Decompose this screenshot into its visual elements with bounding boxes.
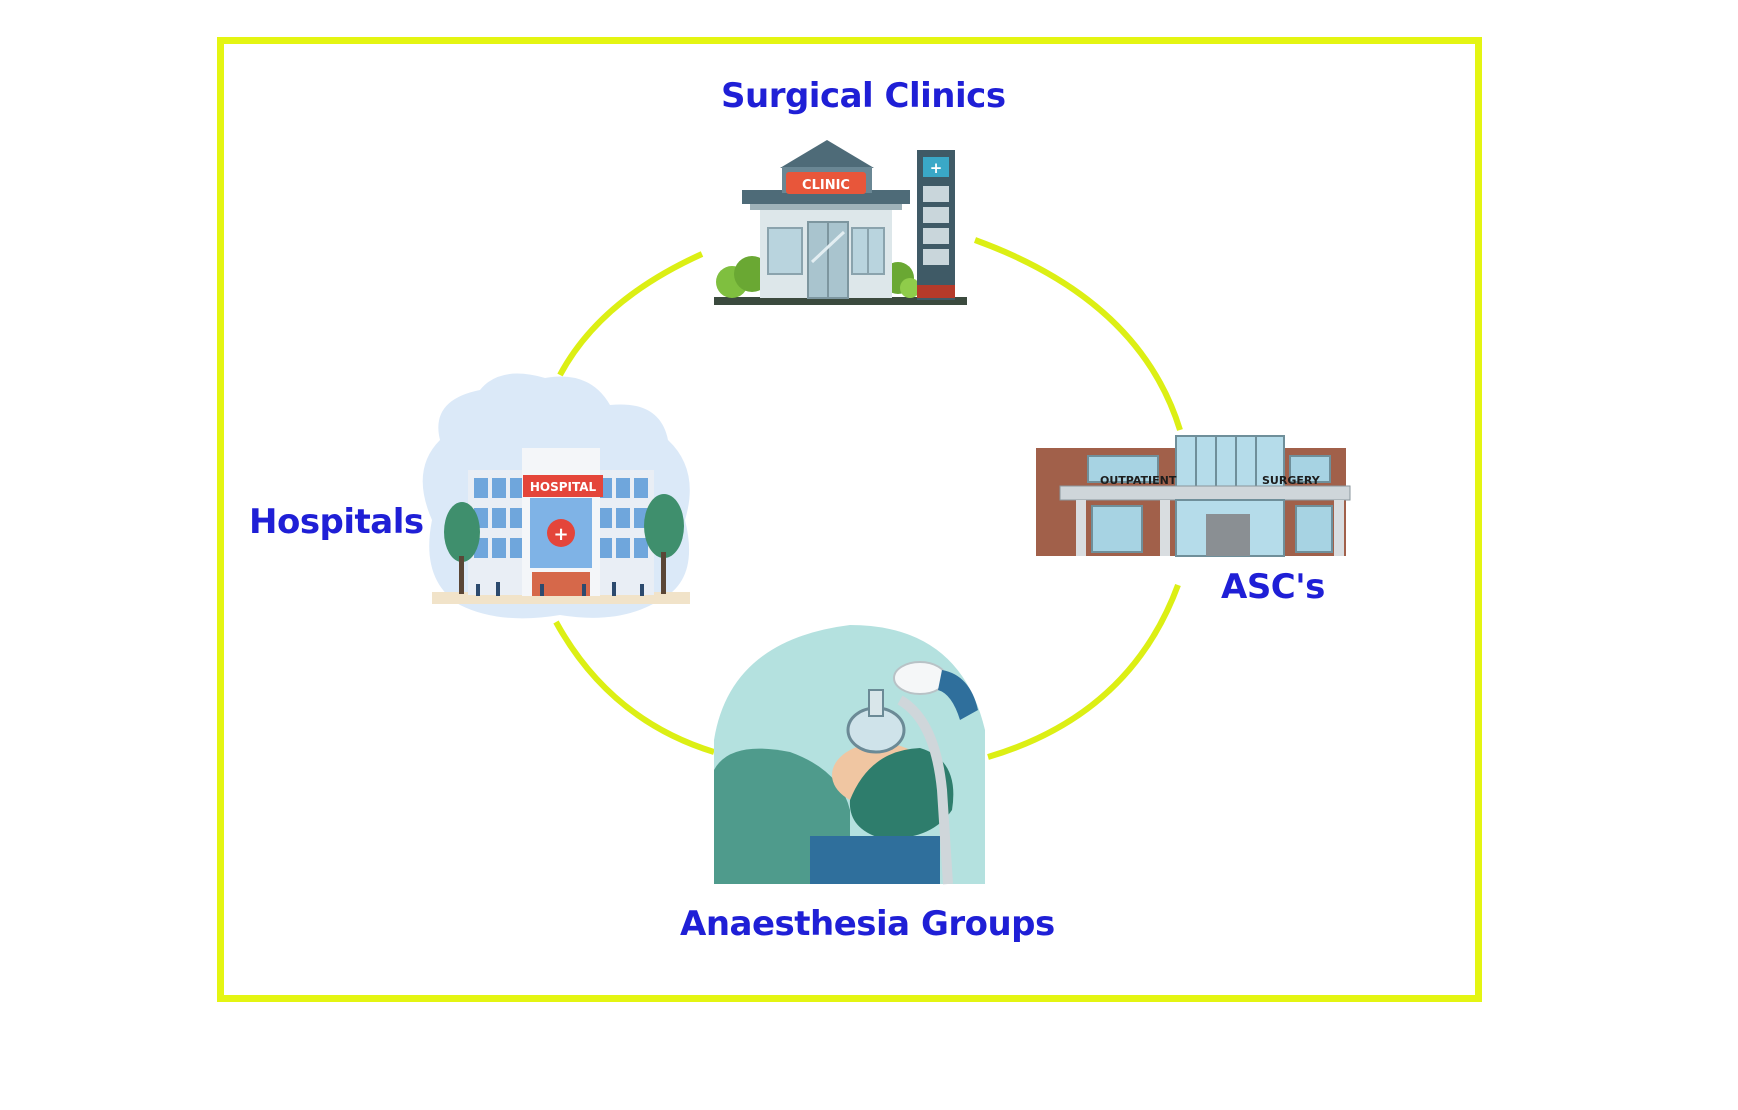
ring-arc-bottom-left [553, 620, 715, 755]
anaesthesia-mask-icon [714, 625, 985, 885]
clinic-sign: CLINIC [802, 178, 850, 193]
asc-sign-right: SURGERY [1262, 474, 1321, 487]
asc-sign-left: OUTPATIENT [1100, 474, 1177, 487]
label-ascs: ASC's [1221, 567, 1325, 607]
label-hospitals: Hospitals [249, 502, 424, 542]
diagram-frame [217, 37, 1482, 1002]
hospital-sign: HOSPITAL [530, 480, 597, 494]
clinic-building-icon: CLINIC + [714, 140, 967, 305]
svg-text:+: + [553, 524, 568, 545]
ring-arc-top-right [973, 237, 1183, 431]
ring-arc-top-left [557, 251, 704, 377]
label-surgical-clinics: Surgical Clinics [721, 76, 1006, 116]
ring-arc-bottom-right [987, 583, 1181, 760]
asc-building-icon: OUTPATIENT SURGERY [1036, 435, 1351, 557]
hospital-building-icon: + HOSPITAL [422, 373, 690, 619]
label-anaesthesia-groups: Anaesthesia Groups [680, 904, 1055, 944]
svg-text:+: + [930, 159, 943, 177]
